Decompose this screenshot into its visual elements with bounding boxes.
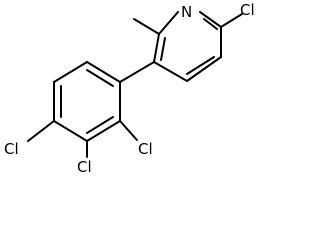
molecule-structure-diagram: N Cl Cl Cl Cl bbox=[4, 1, 255, 176]
bond-c4-c3 bbox=[153, 61, 188, 82]
bond-b3-b4 bbox=[53, 120, 88, 142]
atom-label-n: N bbox=[181, 3, 192, 21]
bond-b6-b1-double bbox=[86, 69, 114, 87]
bond-c3-c2-double bbox=[160, 37, 166, 61]
bond-n1-c6-single bbox=[199, 11, 222, 28]
bond-c6-cl bbox=[220, 13, 243, 28]
atom-label-cl-2: Cl bbox=[138, 140, 153, 158]
bond-c2-n1 bbox=[158, 11, 179, 35]
bond-b4-cl bbox=[27, 120, 55, 142]
atom-label-cl-pyridine: Cl bbox=[240, 1, 255, 19]
bond-c5-c4-double bbox=[186, 56, 215, 75]
benzene-ring bbox=[53, 61, 121, 142]
bond-b2-cl bbox=[119, 120, 138, 141]
bond-b6-b1-single bbox=[86, 61, 121, 83]
bond-c3-c2-single bbox=[153, 33, 160, 63]
bond-c2-methyl bbox=[133, 18, 160, 35]
bond-c5-c4-single bbox=[186, 56, 222, 82]
bond-b5-b6 bbox=[53, 61, 88, 83]
bond-biaryl bbox=[119, 61, 155, 83]
pyridine-ring bbox=[153, 11, 222, 82]
atom-label-cl-4: Cl bbox=[4, 140, 19, 158]
atom-label-cl-3: Cl bbox=[77, 158, 92, 176]
bond-b2-b3-single bbox=[86, 120, 121, 142]
bond-b2-b3-double bbox=[86, 116, 114, 134]
bond-n1-c6-double bbox=[203, 18, 218, 30]
